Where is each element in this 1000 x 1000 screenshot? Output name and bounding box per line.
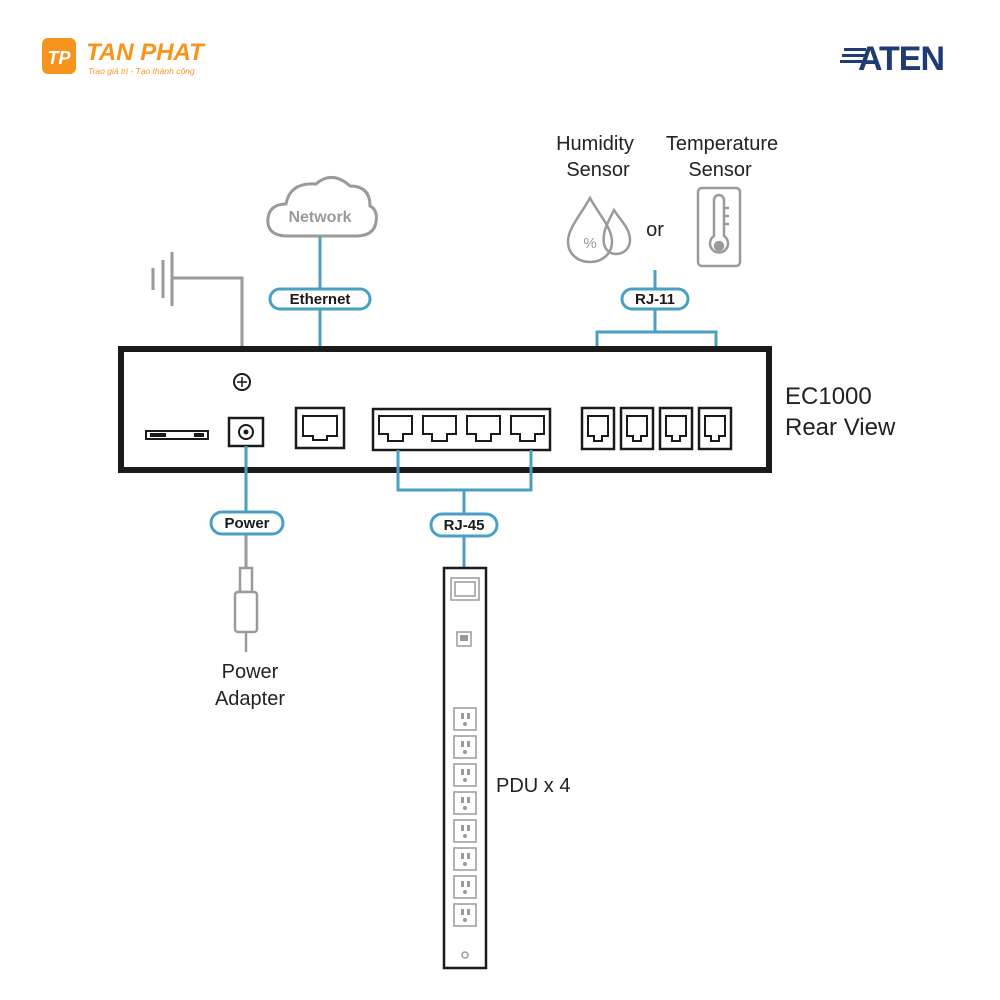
rj11-port — [665, 415, 687, 442]
ethernet-pill-label: Ethernet — [290, 291, 351, 308]
rj45-pill-label: RJ-45 — [444, 517, 485, 534]
pdu-outlet — [453, 735, 477, 759]
pdu-outlet — [453, 707, 477, 731]
pdu-outlet — [453, 847, 477, 871]
tanphat-logo: TP TAN PHAT Trao giá trị - Tạo thành côn… — [42, 36, 242, 82]
aten-logo: ATEN — [840, 36, 960, 78]
pdu-label: PDU x 4 — [496, 775, 570, 797]
rj45-port — [378, 415, 413, 442]
pdu-outlet — [453, 819, 477, 843]
pdu-outlets — [453, 707, 477, 927]
ground-screw-icon — [233, 373, 251, 391]
humidity-symbol: % — [583, 235, 596, 252]
device-label-line1: EC1000 — [785, 383, 872, 410]
power-slot — [145, 430, 209, 440]
humidity-label-line2: Sensor — [566, 159, 630, 181]
temperature-label-line1: Temperature — [666, 133, 778, 155]
power-pill: Power — [209, 510, 285, 536]
rj11-port — [587, 415, 609, 442]
tanphat-logo-mark: TP TAN PHAT Trao giá trị - Tạo thành côn… — [42, 38, 206, 76]
pdu-outlet — [453, 903, 477, 927]
rj45-pill: RJ-45 — [429, 512, 499, 538]
pdu-outlet — [453, 763, 477, 787]
power-adapter-label-line1: Power — [222, 661, 279, 683]
pdu-outlet — [453, 875, 477, 899]
rj11-port — [626, 415, 648, 442]
power-pill-label: Power — [224, 515, 269, 532]
network-cloud-icon: Network — [266, 176, 378, 238]
power-adapter-icon — [233, 566, 259, 652]
humidity-sensor-icon: % — [566, 195, 632, 264]
pdu-outlet — [453, 791, 477, 815]
rj11-pill-label: RJ-11 — [635, 291, 675, 308]
temperature-sensor-icon — [696, 186, 742, 268]
ethernet-pill: Ethernet — [268, 287, 372, 311]
ethernet-port — [294, 406, 346, 450]
tanphat-mark-text: TP — [47, 48, 71, 68]
tanphat-name: TAN PHAT — [86, 39, 206, 66]
pdu-screw — [461, 951, 469, 959]
aten-name: ATEN — [858, 40, 944, 76]
rj11-pill: RJ-11 — [620, 287, 690, 311]
power-adapter-label-line2: Adapter — [215, 688, 285, 710]
tanphat-tagline: Trao giá trị - Tạo thành công — [88, 66, 195, 76]
rj45-connector-lines — [396, 450, 533, 568]
device-label-line2: Rear View — [785, 414, 896, 441]
pdu-unit — [442, 566, 488, 970]
aten-swoosh-icon — [840, 48, 866, 63]
humidity-label-line1: Humidity — [556, 133, 634, 155]
or-label: or — [646, 219, 664, 241]
temperature-label-line2: Sensor — [688, 159, 752, 181]
rj45-port — [466, 415, 501, 442]
rj11-port — [704, 415, 726, 442]
rj45-port — [422, 415, 457, 442]
rj45-port — [510, 415, 545, 442]
network-label: Network — [288, 209, 351, 226]
rj45-port-block — [371, 407, 552, 452]
ground-icon — [151, 252, 244, 372]
power-jack — [227, 416, 265, 448]
rj11-port-block — [580, 406, 733, 451]
pdu-port-inner — [460, 635, 468, 641]
pdu-inlet — [450, 577, 480, 601]
